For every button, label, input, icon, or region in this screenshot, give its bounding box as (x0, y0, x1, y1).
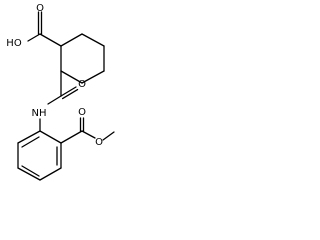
bond-amide-carbonyl-2 (61, 88, 79, 100)
bond-benzene-inner-3 (21, 136, 40, 148)
atom-label-ester-ether-oxygen: O (95, 137, 103, 148)
bond-benzene-c1-c2 (39, 130, 62, 144)
atom-label-amide-nitrogen: NH (32, 108, 47, 119)
molecule-structure-diagram: O HO O NH O O (6, 3, 115, 181)
bond-ring-c2-c3 (81, 33, 105, 47)
bond-ring-c1-c2 (60, 33, 83, 47)
atom-label-amide-oxygen: O (78, 79, 86, 90)
bond-benzene-c4-c5 (17, 167, 41, 181)
bond-benzene-inner-2 (21, 165, 40, 177)
bond-ester-ether-oxygen (81, 130, 96, 139)
bond-ring-c5-c6 (60, 70, 83, 84)
bond-benzene-c6-c1 (17, 130, 41, 144)
atom-label-acid-oxygen: O (36, 3, 44, 14)
atom-label-acid-hydroxyl: HO (6, 38, 22, 49)
bond-aryl-to-ester-carbon (60, 130, 83, 144)
bond-amide-carbon-nitrogen (47, 95, 62, 105)
bond-ring-c4-c5 (81, 70, 105, 84)
atom-label-ester-carbonyl-oxygen: O (78, 107, 86, 118)
bond-benzene-c3-c4 (39, 167, 62, 181)
bond-group (17, 11, 115, 181)
bond-ring-to-acid-carbon (39, 33, 62, 47)
bond-acid-hydroxyl (27, 33, 41, 42)
bond-amide-carbonyl-1 (60, 86, 77, 97)
bond-ester-methyl (102, 131, 115, 141)
